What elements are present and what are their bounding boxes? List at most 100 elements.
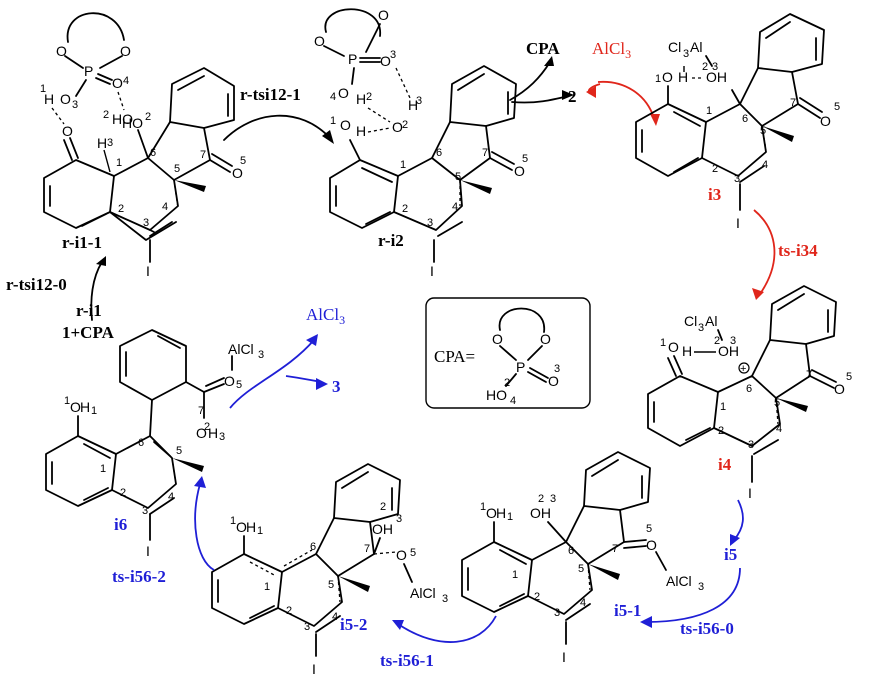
- cpa-oxygen-left: O: [56, 43, 67, 59]
- svg-text:5: 5: [240, 155, 246, 167]
- svg-text:3: 3: [712, 61, 718, 73]
- svg-text:3: 3: [107, 137, 113, 149]
- svg-text:1: 1: [264, 581, 270, 593]
- iodine: I: [146, 263, 150, 279]
- svg-text:1: 1: [40, 83, 46, 95]
- svg-text:2: 2: [402, 203, 408, 215]
- svg-text:3: 3: [427, 217, 433, 229]
- svg-text:3: 3: [142, 505, 148, 517]
- svg-text:3: 3: [416, 95, 422, 107]
- svg-text:H: H: [408, 97, 418, 113]
- label-i5-1: i5-1: [614, 601, 641, 620]
- svg-text:7: 7: [790, 97, 796, 109]
- svg-text:1: 1: [706, 105, 712, 117]
- svg-text:6: 6: [138, 437, 144, 449]
- arrow-alcl3-to-i3: [597, 81, 655, 119]
- svg-text:O: O: [514, 163, 525, 179]
- svg-text:2: 2: [380, 501, 386, 513]
- svg-text:I: I: [312, 661, 316, 677]
- legend-cpa-loop: [498, 307, 545, 333]
- svg-text:3: 3: [390, 49, 396, 61]
- svg-text:2: 2: [286, 605, 292, 617]
- svg-text:5: 5: [578, 563, 584, 575]
- svg-text:2: 2: [538, 493, 544, 505]
- svg-text:3: 3: [304, 621, 310, 633]
- svg-text:H: H: [80, 399, 90, 415]
- svg-text:6: 6: [746, 383, 752, 395]
- svg-text:O: O: [540, 331, 551, 347]
- svg-text:Cl: Cl: [684, 313, 697, 329]
- label-i6: i6: [114, 515, 127, 534]
- svg-text:O: O: [314, 33, 325, 49]
- svg-text:3: 3: [734, 173, 740, 185]
- svg-text:4: 4: [162, 201, 168, 213]
- svg-text:O: O: [646, 537, 657, 553]
- svg-text:1: 1: [480, 501, 486, 513]
- svg-text:O: O: [196, 425, 207, 441]
- svg-text:5: 5: [176, 445, 182, 457]
- svg-text:O: O: [232, 165, 243, 181]
- svg-text:3: 3: [683, 48, 689, 60]
- svg-text:2: 2: [504, 377, 510, 389]
- svg-text:OH: OH: [372, 521, 393, 537]
- cpa-oxygen-4: O: [112, 75, 123, 91]
- svg-text:O: O: [340, 117, 351, 133]
- svg-text:AlCl: AlCl: [228, 341, 254, 357]
- structure-i5-2: O 1 H 1 1 2 6 5 3 4 7 OH 2 3 O 5 AlCl 3: [211, 463, 448, 677]
- svg-text:1: 1: [116, 157, 122, 169]
- cpa-legend-box: CPA= O O P O 3 HO 2 4: [425, 297, 591, 409]
- structure-i4: Cl 3 Al 2 3 H OH O 1 1 2 6 + 5 3 4 7 O 5: [647, 285, 852, 501]
- svg-text:H: H: [97, 135, 107, 151]
- arrow-ts-i56-2: [194, 483, 215, 571]
- svg-text:Al: Al: [690, 39, 702, 55]
- svg-text:5: 5: [760, 125, 766, 137]
- svg-text:1: 1: [720, 401, 726, 413]
- cpa-backbone-loop-2: [324, 8, 381, 37]
- svg-text:O: O: [548, 373, 559, 389]
- label-1-plus-cpa: 1+CPA: [62, 323, 115, 342]
- svg-text:7: 7: [364, 543, 370, 555]
- svg-text:5: 5: [455, 171, 461, 183]
- structure-r-i1-1: O O P O 4 O 3 H 1 HO 2 O 1 H 3 2 3 4: [40, 12, 246, 279]
- svg-text:1: 1: [330, 115, 336, 127]
- svg-text:6: 6: [436, 147, 442, 159]
- svg-text:H: H: [246, 519, 256, 535]
- svg-text:7: 7: [482, 147, 488, 159]
- svg-text:7: 7: [198, 405, 204, 417]
- arrow-ts-i56-0: [645, 567, 741, 623]
- svg-text:4: 4: [168, 491, 174, 503]
- svg-text:5: 5: [774, 397, 780, 409]
- svg-text:3: 3: [219, 431, 225, 443]
- cpa-oxygen-right: O: [120, 43, 131, 59]
- svg-text:3: 3: [72, 99, 78, 111]
- svg-text:O: O: [396, 547, 407, 563]
- label-r-i1-1: r-i1-1: [62, 233, 102, 252]
- svg-text:1: 1: [512, 569, 518, 581]
- product-3: 3: [332, 377, 341, 396]
- svg-text:5: 5: [410, 547, 416, 559]
- label-i3: i3: [708, 185, 721, 204]
- svg-text:5: 5: [846, 371, 852, 383]
- svg-text:6: 6: [742, 113, 748, 125]
- svg-text:3: 3: [748, 439, 754, 451]
- label-alcl3-in: AlCl3: [592, 39, 631, 61]
- svg-text:H: H: [208, 425, 218, 441]
- label-i4-red: i4: [718, 455, 732, 474]
- svg-text:4: 4: [762, 159, 768, 171]
- svg-text:AlCl: AlCl: [666, 573, 692, 589]
- svg-text:HO: HO: [486, 387, 507, 403]
- svg-text:4: 4: [510, 395, 516, 407]
- svg-text:3: 3: [550, 493, 556, 505]
- svg-text:OH: OH: [530, 505, 551, 521]
- arrow-ts-i34: [753, 209, 776, 295]
- svg-text:I: I: [562, 649, 566, 665]
- svg-text:O: O: [224, 373, 235, 389]
- svg-text:2: 2: [118, 203, 124, 215]
- svg-text:O: O: [338, 85, 349, 101]
- svg-text:7: 7: [612, 543, 618, 555]
- svg-text:3: 3: [442, 593, 448, 605]
- label-r-i1: r-i1: [76, 301, 102, 320]
- svg-text:3: 3: [730, 335, 736, 347]
- svg-text:6: 6: [150, 147, 156, 159]
- arrow-i4-to-i5: [733, 499, 744, 541]
